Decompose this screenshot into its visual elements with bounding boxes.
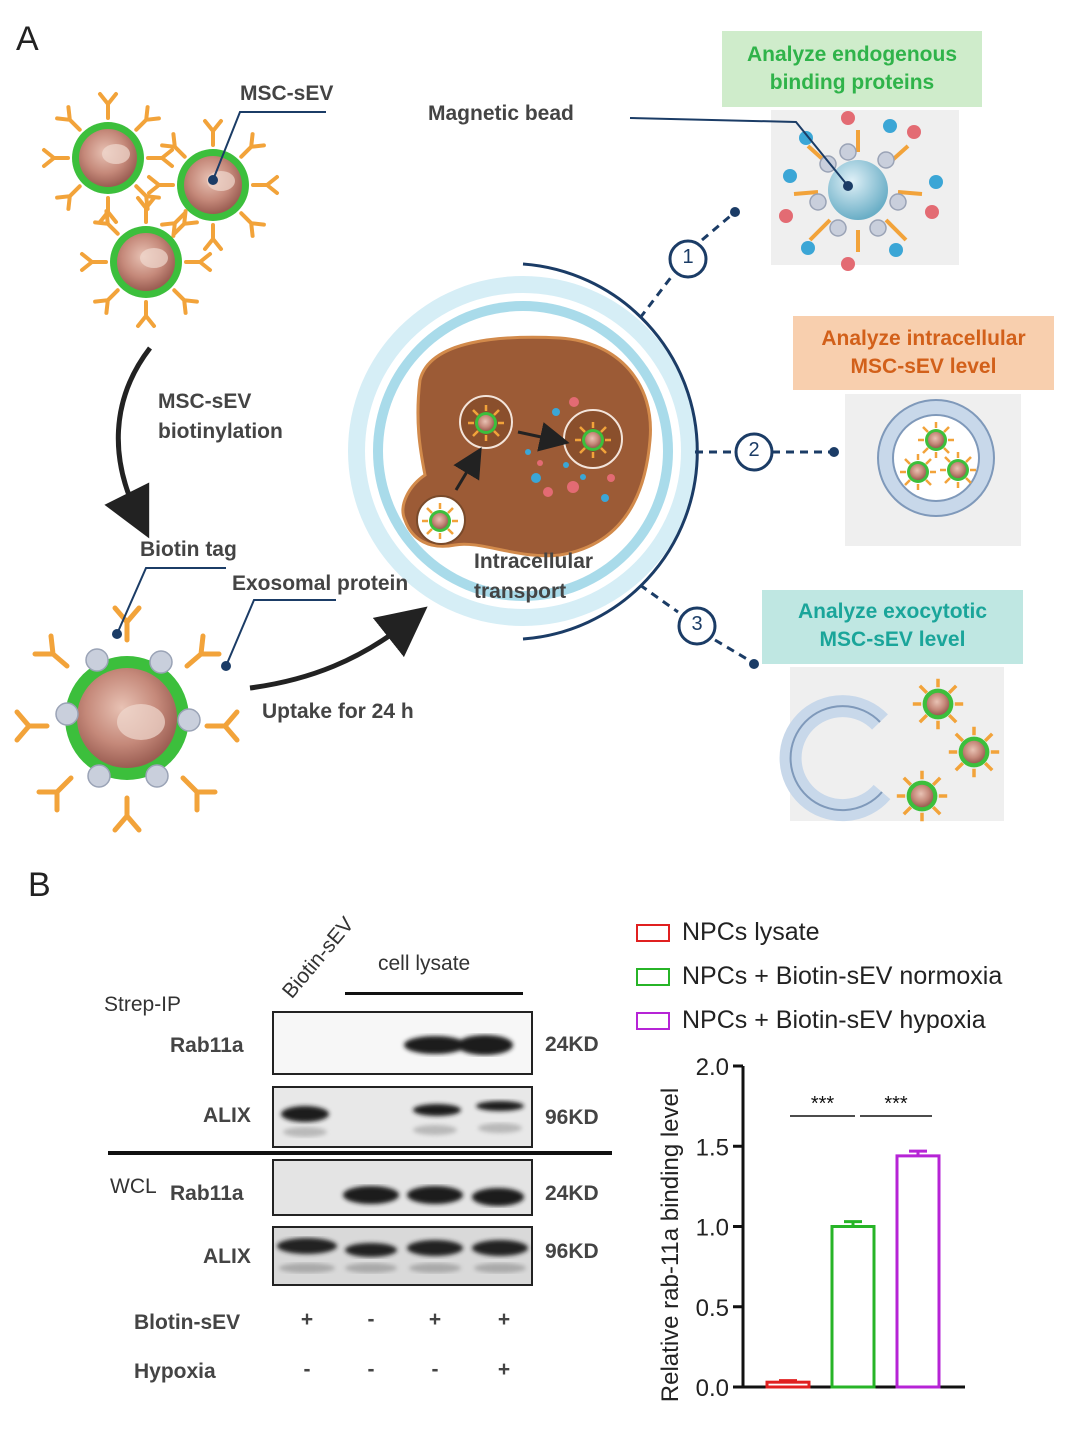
binding-level-bar-chart: Relative rab-11a binding level 0.0 0.5 1.0…: [657, 1054, 965, 1402]
legend-item-hypoxia: NPCs + Biotin-sEV hypoxia: [636, 1006, 986, 1035]
uptake-arrow: [249, 606, 428, 691]
condition-value: -: [367, 1308, 375, 1331]
transport-label-line1: Intracellular: [474, 550, 594, 573]
central-cell: [348, 262, 699, 641]
condition-value: +: [300, 1308, 314, 1331]
blot-row-label: Rab11a: [170, 1182, 244, 1205]
biotin-tag-label: Biotin tag: [140, 538, 237, 561]
box-3-line-1: Analyze exocytotic: [797, 600, 988, 623]
condition-value: +: [428, 1308, 442, 1331]
condition-value: -: [367, 1358, 375, 1381]
blot-row-label: ALIX: [203, 1245, 251, 1268]
y-tick-label: 0.0: [696, 1375, 729, 1402]
panel-a-diagram: [14, 0, 1021, 833]
condition-label-biotin: Blotin-sEV: [134, 1311, 241, 1334]
cell-lysate-bracket: [345, 992, 523, 995]
condition-value: -: [303, 1358, 311, 1381]
box-3-line-2: MSC-sEV level: [819, 628, 966, 651]
step-2-number: 2: [748, 439, 760, 461]
exosomal-protein-label: Exosomal protein: [232, 572, 409, 595]
step-1-number: 1: [682, 246, 694, 268]
cell-lysate-header: cell lysate: [378, 952, 471, 975]
step-2-marker: [734, 432, 774, 472]
blot-kd-label: 24KD: [545, 1182, 599, 1205]
y-tick-label: 0.5: [696, 1295, 729, 1322]
intracellular-sev-illustration: [877, 399, 995, 517]
msc-sev-label: MSC-sEV: [240, 82, 334, 105]
bar: [765, 1380, 811, 1389]
transport-label-line2: transport: [474, 580, 567, 603]
box-2-line-1: Analyze intracellular: [821, 327, 1026, 350]
y-tick-label: 2.0: [696, 1054, 729, 1081]
panel-a-letter: A: [16, 20, 39, 58]
exocytotic-sev-illustration: [779, 677, 1001, 823]
magnetic-bead-label: Magnetic bead: [428, 102, 574, 125]
blot-kd-label: 96KD: [545, 1240, 599, 1263]
legend-label: NPCs lysate: [682, 918, 820, 946]
step-3-marker: [677, 606, 717, 646]
biotinylated-sev: [14, 605, 240, 833]
step-3-number: 3: [691, 613, 703, 635]
strep-ip-label: Strep-IP: [104, 993, 182, 1016]
legend-swatch-purple: [636, 1012, 670, 1031]
legend-label: NPCs + Biotin-sEV hypoxia: [682, 1006, 986, 1034]
blot-kd-label: 24KD: [545, 1033, 599, 1056]
condition-value: +: [497, 1358, 511, 1381]
significance-label: ***: [884, 1093, 908, 1115]
condition-value: +: [497, 1308, 511, 1331]
bar: [895, 1154, 941, 1389]
biotinylation-arrow: [104, 346, 152, 539]
legend-item-npcs-lysate: NPCs lysate: [636, 918, 820, 947]
significance-label: ***: [811, 1093, 835, 1115]
blot-kd-label: 96KD: [545, 1106, 599, 1129]
biotin-sev-column-header: Biotin-sEV: [278, 912, 359, 1003]
legend-label: NPCs + Biotin-sEV normoxia: [682, 962, 1003, 990]
y-tick-label: 1.0: [696, 1215, 729, 1242]
panel-b-letter: B: [28, 866, 51, 904]
blot-row-label: Rab11a: [170, 1034, 244, 1057]
box-2-line-2: MSC-sEV level: [850, 355, 997, 378]
box-1-line-1: Analyze endogenous: [746, 43, 958, 66]
step-1-marker: [668, 239, 708, 279]
magnetic-bead-illustration: [779, 111, 943, 271]
biotinylation-label-line1: MSC-sEV: [158, 390, 252, 413]
msc-sev-cluster: [44, 94, 277, 326]
legend-swatch-green: [636, 968, 670, 987]
uptake-label: Uptake for 24 h: [262, 700, 414, 723]
y-axis-label: Relative rab-11a binding level: [657, 1088, 684, 1402]
legend-item-normoxia: NPCs + Biotin-sEV normoxia: [636, 962, 1002, 991]
analyze-binding-proteins-box: Analyze endogenous binding proteins: [722, 31, 982, 107]
blot-row-label: ALIX: [203, 1104, 251, 1127]
wcl-label: WCL: [110, 1175, 157, 1198]
analyze-intracellular-box: Analyze intracellular MSC-sEV level: [793, 316, 1054, 390]
legend-swatch-red: [636, 924, 670, 943]
analyze-exocytotic-box: Analyze exocytotic MSC-sEV level: [762, 590, 1023, 664]
box-1-line-2: binding proteins: [769, 71, 935, 94]
biotinylation-label-line2: biotinylation: [158, 420, 283, 443]
y-tick-label: 1.5: [696, 1134, 729, 1161]
condition-label-hypoxia: Hypoxia: [134, 1360, 216, 1383]
bar: [830, 1225, 876, 1389]
western-blot-image: [108, 1011, 612, 1286]
condition-value: -: [431, 1358, 439, 1381]
